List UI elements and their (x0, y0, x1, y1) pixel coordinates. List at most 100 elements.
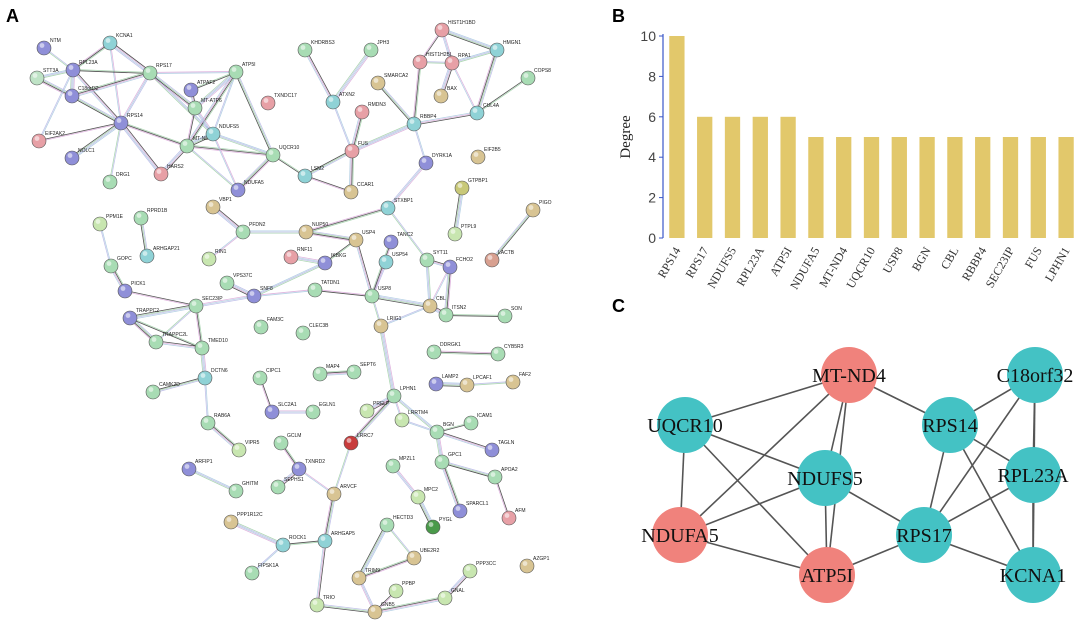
network-a-node-ptpl9[interactable]: PTPL9 (447, 224, 477, 242)
network-c-node-rps14[interactable]: RPS14 (922, 397, 978, 453)
network-a-node-faf2[interactable]: FAF2 (505, 372, 531, 390)
network-a-node-afm[interactable]: AFM (501, 508, 526, 526)
network-a-node-rpl23a[interactable]: RPL23A (65, 60, 98, 78)
network-a-node-hist1h2bl[interactable]: HIST1H2BL (412, 52, 453, 70)
network-a-node-uqcr10[interactable]: UQCR10 (265, 145, 300, 163)
network-a-node-sephs1[interactable]: SEPHS1 (270, 477, 304, 495)
network-a-node-ppm1e[interactable]: PPM1E (92, 214, 124, 232)
network-a-node-cul4a[interactable]: CUL4A (469, 103, 500, 121)
network-a-node-vps37c[interactable]: VPS37C (219, 273, 253, 291)
network-a-node-fipsk1a[interactable]: FIPSK1A (244, 563, 279, 581)
network-a-node-arvcf[interactable]: ARVCF (326, 484, 357, 502)
network-a-node-hist1h1bd[interactable]: HIST1H1BD (434, 20, 476, 38)
network-c-node-atp5i[interactable]: ATP5I (799, 547, 855, 603)
network-a-node-txnrd2[interactable]: TXNRD2 (291, 459, 325, 477)
network-a-node-gtpbp1[interactable]: GTPBP1 (454, 178, 488, 196)
network-c-node-rpl23a[interactable]: RPL23A (997, 447, 1069, 503)
network-a-node-rin1[interactable]: RIN1 (201, 249, 227, 267)
network-a-node-lamp2[interactable]: LAMP2 (428, 374, 459, 392)
network-a-node-cyb5r3[interactable]: CYB5R3 (490, 344, 524, 362)
network-a-node-egln1[interactable]: EGLN1 (305, 402, 336, 420)
network-a-node-dyrk1a[interactable]: DYRK1A (418, 153, 453, 171)
network-a-node-pick1[interactable]: PICK1 (117, 281, 146, 299)
network-c-node-ndufa5[interactable]: NDUFA5 (641, 507, 719, 563)
network-a-node-nup50[interactable]: NUP50 (298, 222, 328, 240)
network-a-node-tatdn1[interactable]: TATDN1 (307, 280, 340, 298)
network-a-node-trappc2l[interactable]: TRAPPC2L (148, 332, 188, 350)
network-a-node-sparcl1[interactable]: SPARCL1 (452, 501, 489, 519)
network-a-node-trio[interactable]: TRIO (309, 595, 335, 613)
network-a-node-mpzl1[interactable]: MPZL1 (385, 456, 415, 474)
network-c-node-ndufs5[interactable]: NDUFS5 (787, 450, 863, 506)
network-a-node-vbp1[interactable]: VBP1 (205, 197, 232, 215)
network-a-node-gopc[interactable]: GOPC (103, 256, 132, 274)
network-a-node-mt-atp6[interactable]: MT-ATP6 (187, 98, 222, 116)
network-a-node-atxn2[interactable]: ATXN2 (325, 92, 355, 110)
network-a-node-hectd3[interactable]: HECTD3 (379, 515, 413, 533)
network-a-node-hmgn1[interactable]: HMGN1 (489, 40, 521, 58)
network-a-node-txndc17[interactable]: TXNDC17 (260, 93, 297, 111)
network-a-node-ddrgk1[interactable]: DDRGK1 (426, 342, 461, 360)
network-c-node-rps17[interactable]: RPS17 (896, 507, 952, 563)
network-a-node-rpa1[interactable]: RPA1 (444, 53, 471, 71)
network-a-node-fcho2[interactable]: FCHO2 (442, 257, 473, 275)
network-a-node-lphn1[interactable]: LPHN1 (386, 386, 416, 404)
network-a-node-jph3[interactable]: JPH3 (363, 40, 389, 58)
network-a-node-apoa2[interactable]: APOA2 (487, 467, 518, 485)
network-a-node-smarca2[interactable]: SMARCA2 (370, 73, 408, 91)
network-c-node-c18orf32[interactable]: C18orf32 (997, 347, 1074, 403)
network-a-node-pfdn2[interactable]: PFDN2 (235, 222, 266, 240)
network-a-node-sept6[interactable]: SEPT6 (346, 362, 376, 380)
network-c-node-mt-nd4[interactable]: MT-ND4 (812, 347, 886, 403)
network-a-node-cipc1[interactable]: CIPC1 (252, 368, 281, 386)
network-a-node-sec23ip[interactable]: SEC23IP (188, 296, 223, 314)
network-a-node-dctn6[interactable]: DCTN6 (197, 368, 228, 386)
network-a-node-gclm[interactable]: GCLM (273, 433, 301, 451)
network-a-node-ikbkg[interactable]: IKBKG (317, 253, 346, 271)
network-a-node-rock1[interactable]: ROCK1 (275, 535, 306, 553)
network-a-node-mt-nd4[interactable]: MT-ND4 (179, 136, 212, 154)
network-c-node-uqcr10[interactable]: UQCR10 (647, 397, 723, 453)
network-a-node-tanc2[interactable]: TANC2 (383, 232, 413, 250)
network-a-node-ppbp[interactable]: PPBP (388, 581, 416, 599)
network-a-node-bax[interactable]: BAX (433, 86, 458, 104)
network-a-node-lrrc7[interactable]: LRRC7 (343, 433, 374, 451)
network-a-node-usp4[interactable]: USP4 (348, 230, 375, 248)
network-a-node-gpc1[interactable]: GPC1 (434, 452, 462, 470)
network-a-node-stt3a[interactable]: STT3A (29, 68, 59, 86)
network-a-node-arhgap5[interactable]: ARHGAP5 (317, 531, 355, 549)
network-a-node-syt11[interactable]: SYT11 (419, 250, 448, 268)
network-a-node-slc2a1[interactable]: SLC2A1 (264, 402, 297, 420)
network-a-node-khdrbs3[interactable]: KHDRBS3 (297, 40, 335, 58)
network-a-node-gnal[interactable]: GNAL (437, 588, 465, 606)
network-a-node-ccar1[interactable]: CCAR1 (343, 182, 374, 200)
network-a-node-eif2ak2[interactable]: EIF2AK2 (31, 131, 65, 149)
network-a-node-nolc1[interactable]: NOLC1 (64, 148, 95, 166)
network-a-node-cbl[interactable]: CBL (422, 296, 446, 314)
network-a-node-lrig1[interactable]: LRIG1 (373, 316, 402, 334)
network-c-node-kcna1[interactable]: KCNA1 (1000, 547, 1067, 603)
network-a-node-tagln[interactable]: TAGLN (484, 440, 515, 458)
network-a-node-eif2b5[interactable]: EIF2B5 (470, 147, 501, 165)
network-a-node-drg1[interactable]: DRG1 (102, 172, 130, 190)
network-a-node-trappc2[interactable]: TRAPPC2 (122, 308, 159, 326)
network-a-node-ppp1r12c[interactable]: PPP1R12C (223, 512, 263, 530)
network-a-node-atpaf2[interactable]: ATPAF2 (183, 80, 215, 98)
network-a-node-ube2r2[interactable]: UBE2R2 (406, 548, 440, 566)
network-a-node-bgn[interactable]: BGN (429, 422, 454, 440)
network-a-node-itsn2[interactable]: ITSN2 (438, 305, 466, 323)
network-a-node-azgp1[interactable]: AZGP1 (519, 556, 550, 574)
network-a-node-ndufs5[interactable]: NDUFS5 (205, 124, 239, 142)
network-a-node-lpcaf1[interactable]: LPCAF1 (459, 375, 492, 393)
network-a-node-snf8[interactable]: SNF8 (246, 286, 273, 304)
network-a-node-prelp[interactable]: PRELP (359, 401, 390, 419)
network-a-node-stxbp1[interactable]: STXBP1 (380, 198, 413, 216)
network-a-node-hars2[interactable]: HARS2 (153, 164, 184, 182)
network-a-node-icam1[interactable]: ICAM1 (463, 413, 493, 431)
network-a-node-pygl[interactable]: PYGL (425, 517, 453, 535)
network-a-node-c18orf32[interactable]: C18orf32 (64, 86, 99, 104)
network-a-node-trim9[interactable]: TRIM9 (351, 568, 380, 586)
network-a-node-atp5i[interactable]: ATP5I (228, 62, 256, 80)
network-a-node-tmed10[interactable]: TMED10 (194, 338, 228, 356)
network-a-node-rprd1b[interactable]: RPRD1B (133, 208, 168, 226)
